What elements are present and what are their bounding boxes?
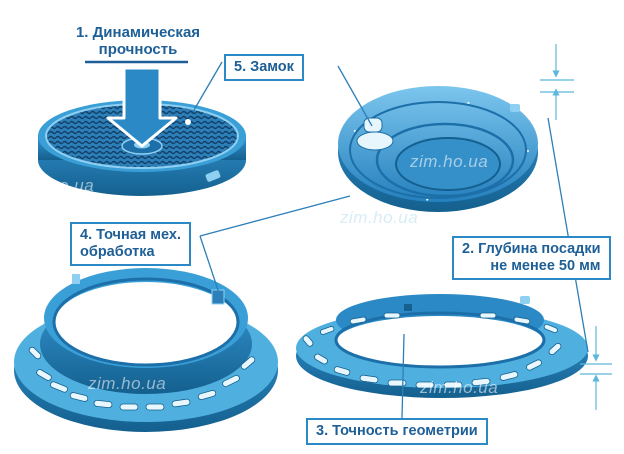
frame-flange — [296, 294, 588, 398]
depth-dimension — [540, 44, 612, 410]
watermark: zim.ho.ua — [16, 176, 95, 195]
leader-lines — [193, 61, 589, 419]
frame-ring — [14, 268, 278, 432]
cover-underside — [338, 86, 538, 212]
label-lock: 5. Замок — [224, 54, 304, 81]
label-depth-line2: не менее 50 мм — [490, 258, 601, 274]
label-geometry: 3. Точность геометрии — [306, 418, 488, 445]
watermark: zim.ho.ua — [410, 152, 489, 171]
watermark: zim.ho.ua — [340, 208, 419, 227]
label-dynamic-strength-line2: прочность — [98, 41, 178, 58]
label-machining-line1: 4. Точная мех. — [80, 227, 181, 243]
label-machining: 4. Точная мех. обработка — [70, 222, 191, 266]
label-dynamic-strength-line1: 1. Динамическая — [75, 24, 201, 41]
load-arrow — [85, 60, 188, 148]
label-geometry-text: 3. Точность геометрии — [316, 423, 478, 439]
label-depth: 2. Глубина посадки не менее 50 мм — [452, 236, 611, 280]
label-dynamic-strength: 1. Динамическая прочность — [68, 24, 208, 58]
watermark: zim.ho.ua — [88, 374, 167, 393]
label-lock-text: 5. Замок — [234, 59, 294, 75]
label-machining-line2: обработка — [80, 244, 155, 260]
watermark: zim.ho.ua — [420, 378, 499, 397]
label-depth-line1: 2. Глубина посадки — [462, 241, 601, 257]
